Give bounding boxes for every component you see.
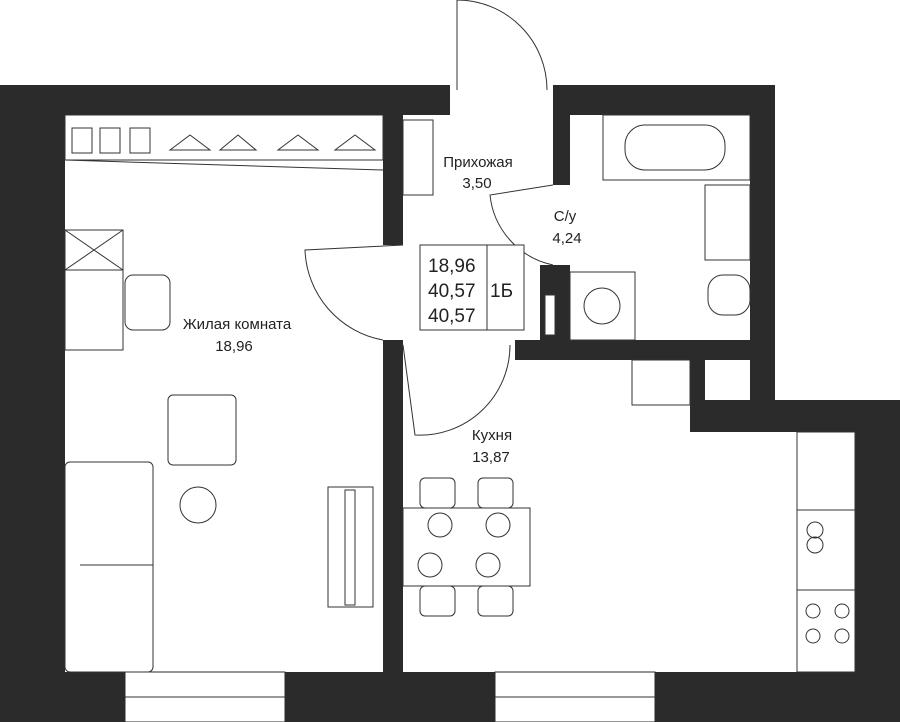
apartment-type: 1Б [490, 281, 513, 302]
bathroom-fixtures [569, 114, 751, 341]
living-furniture [64, 229, 374, 673]
hallway-name: Прихожая [443, 154, 513, 171]
living-room-area: 18,96 [215, 338, 253, 355]
bathroom-name: С/у [554, 208, 577, 225]
doors[interactable] [304, 0, 554, 436]
living-room-name: Жилая комната [183, 316, 292, 333]
kitchen-area: 13,87 [472, 449, 510, 466]
wardrobe [64, 114, 434, 196]
kitchen-furniture [402, 359, 856, 673]
kitchen-name: Кухня [472, 427, 512, 444]
summary-living-area: 18,96 [428, 256, 476, 277]
hallway-area: 3,50 [462, 175, 491, 192]
apartment-summary: 18,96 40,57 40,57 1Б [419, 244, 525, 331]
summary-total-area: 40,57 [428, 281, 476, 302]
bathroom-area: 4,24 [552, 230, 581, 247]
summary-total-area-2: 40,57 [428, 306, 476, 327]
windows [124, 671, 656, 722]
